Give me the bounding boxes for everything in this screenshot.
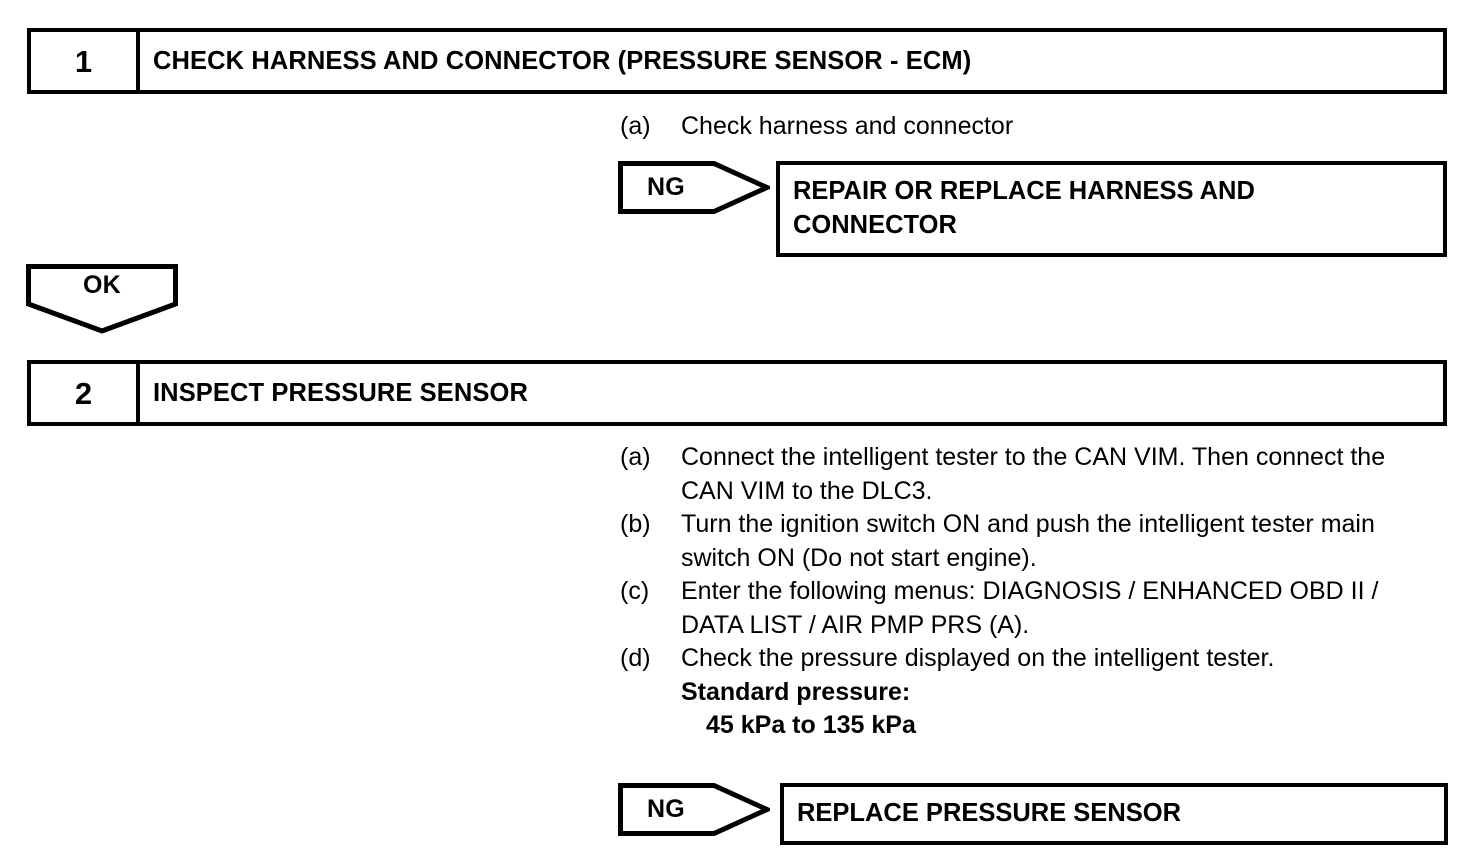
result-line: REPLACE PRESSURE SENSOR (797, 799, 1181, 827)
ng-label: NG (646, 173, 686, 201)
procedure-text-with-spec: Check the pressure displayed on the inte… (681, 642, 1432, 743)
procedure-label: (a) (620, 112, 651, 140)
step-header-2: 2 INSPECT PRESSURE SENSOR (27, 360, 1447, 426)
ok-label: OK (82, 270, 122, 299)
procedure-item: (d) Check the pressure displayed on the … (620, 642, 1432, 743)
ng-label: NG (646, 795, 686, 823)
step-number-2: 2 (31, 364, 140, 422)
step-title-1: CHECK HARNESS AND CONNECTOR (PRESSURE SE… (153, 46, 972, 75)
ok-arrow-shape (26, 264, 178, 334)
procedure-text: Enter the following menus: DIAGNOSIS / E… (681, 577, 1379, 639)
procedure-text: Check the pressure displayed on the inte… (681, 644, 1275, 672)
procedure-item: (a) Connect the intelligent tester to th… (620, 441, 1432, 508)
procedure-list-1: (a) Check harness and connector (620, 110, 1430, 144)
branch-arrow-ng-1: NG (618, 161, 770, 214)
step-number-1: 1 (31, 32, 140, 90)
procedure-item: (b) Turn the ignition switch ON and push… (620, 508, 1432, 575)
spec-title: Standard pressure: (681, 677, 911, 706)
procedure-item: (c) Enter the following menus: DIAGNOSIS… (620, 575, 1432, 642)
procedure-label: (a) (620, 443, 651, 471)
procedure-label: (d) (620, 644, 651, 672)
result-box-replace-sensor: REPLACE PRESSURE SENSOR (780, 783, 1448, 845)
procedure-text: Turn the ignition switch ON and push the… (681, 510, 1375, 572)
result-line: CONNECTOR (793, 211, 957, 239)
procedure-list-2: (a) Connect the intelligent tester to th… (620, 441, 1432, 743)
branch-arrow-ok-1: OK (26, 264, 178, 334)
result-line: REPAIR OR REPLACE HARNESS AND (793, 177, 1255, 205)
branch-arrow-ng-2: NG (618, 783, 770, 836)
procedure-text: Connect the intelligent tester to the CA… (681, 443, 1386, 505)
procedure-text: Check harness and connector (681, 112, 1014, 140)
procedure-label: (c) (620, 577, 650, 605)
ng-arrow-shape (618, 783, 770, 836)
procedure-item: (a) Check harness and connector (620, 110, 1430, 144)
step-title-2: INSPECT PRESSURE SENSOR (153, 378, 528, 407)
spec-value: 45 kPa to 135 kPa (706, 711, 916, 739)
step-header-1: 1 CHECK HARNESS AND CONNECTOR (PRESSURE … (27, 28, 1447, 94)
procedure-label: (b) (620, 510, 651, 538)
ng-arrow-shape (618, 161, 770, 214)
result-box-repair-harness: REPAIR OR REPLACE HARNESS AND CONNECTOR (776, 161, 1447, 257)
